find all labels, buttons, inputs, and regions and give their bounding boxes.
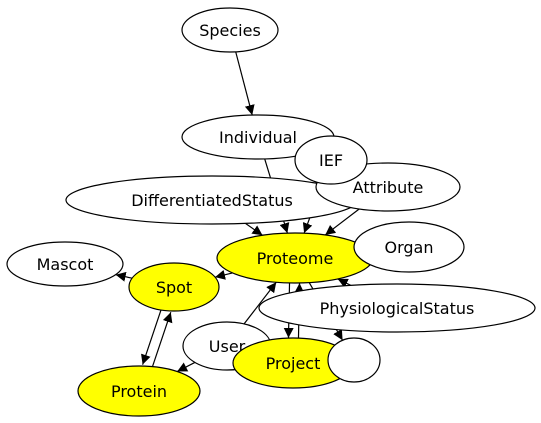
node-organ-shape: [353, 221, 465, 273]
node-protein: Protein: [77, 365, 201, 417]
node-proteome-label: Proteome: [257, 249, 334, 268]
node-species-label: Species: [199, 21, 261, 40]
node-differentiatedstatus: DifferentiatedStatus: [65, 175, 359, 225]
node-ief-shape: [294, 135, 368, 185]
node-spot-shape: [128, 262, 220, 312]
node-mascot-shape: [6, 241, 124, 287]
edge-spot-to-mascot: [115, 271, 133, 282]
node-organ-label: Organ: [385, 238, 434, 257]
edge-attribute-to-proteome: [324, 208, 360, 236]
node-attribute-label: Attribute: [353, 178, 424, 197]
node-species-shape: [181, 7, 279, 53]
node-project-label: Project: [266, 354, 321, 373]
node-differentiatedstatus-label: DifferentiatedStatus: [131, 191, 293, 210]
edge-differentiatedstatus-to-proteome: [245, 222, 263, 236]
node-physiologicalstatus-label: PhysiologicalStatus: [320, 299, 475, 318]
edge-proteome-to-spot: [214, 269, 233, 280]
node-spot-label: Spot: [156, 278, 192, 297]
node-protein-label: Protein: [111, 382, 167, 401]
node-physiologicalstatus-shape: [258, 283, 536, 333]
node-ief: IEF: [294, 135, 368, 185]
edge-protein-to-spot: [151, 312, 173, 369]
node-unknown-shape: [327, 337, 381, 383]
node-project: Project: [232, 337, 354, 389]
node-mascot: Mascot: [6, 241, 124, 287]
node-species: Species: [181, 7, 279, 53]
node-physiologicalstatus: PhysiologicalStatus: [258, 283, 536, 333]
edge-species-to-individual: [235, 51, 255, 116]
node-unknown: [327, 337, 381, 383]
node-user-label: User: [209, 337, 246, 356]
node-ief-label: IEF: [319, 151, 343, 170]
node-protein-shape: [77, 365, 201, 417]
node-spot: Spot: [128, 262, 220, 312]
node-proteome: Proteome: [216, 232, 374, 284]
node-organ: Organ: [353, 221, 465, 273]
edge-user-to-protein: [176, 361, 196, 373]
node-individual: Individual: [181, 114, 335, 160]
node-mascot-label: Mascot: [37, 255, 94, 274]
edge-physiologicalstatus-to-proteome: [337, 278, 352, 288]
node-individual-label: Individual: [219, 128, 297, 147]
edge-user-to-proteome: [243, 281, 277, 325]
edge-spot-to-protein: [141, 308, 162, 365]
